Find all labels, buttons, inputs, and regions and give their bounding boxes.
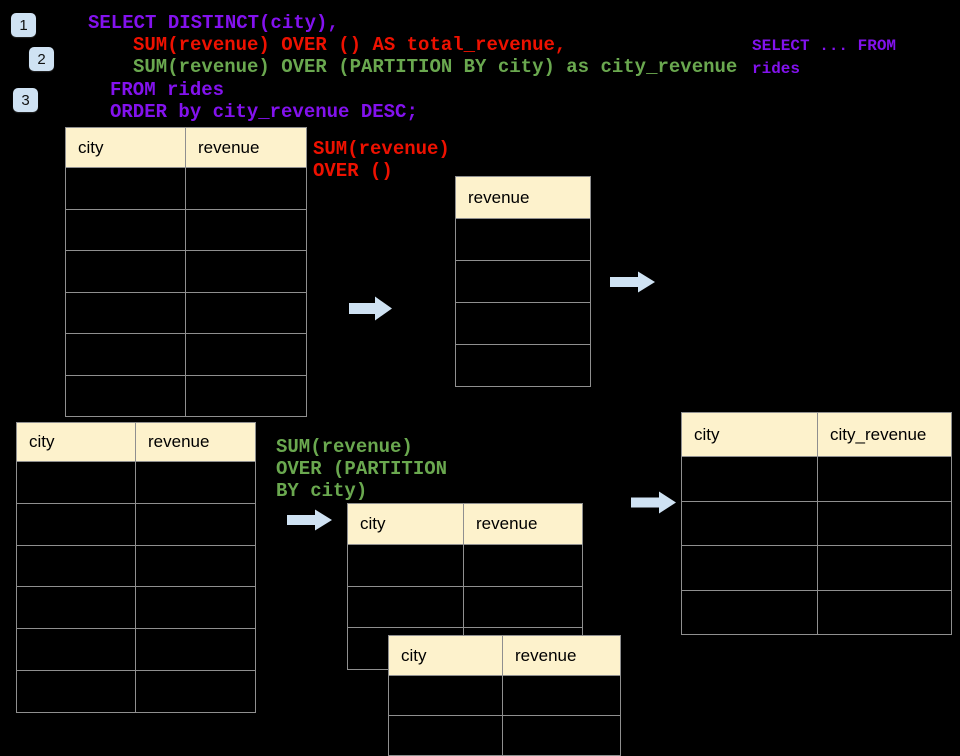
table-cell [66,375,186,417]
table-cell [66,209,186,251]
table-cell [136,670,256,713]
annotation-over-total: SUM(revenue) OVER () [313,138,450,182]
step-badge-3: 3 [13,88,38,112]
table-cell [186,334,307,376]
table-cell [818,590,952,635]
column-header-city-revenue: city_revenue [818,413,952,457]
annotation-over-total-line-2: OVER () [313,160,393,182]
column-header-revenue: revenue [464,504,583,545]
column-header-city: city [389,636,503,676]
table-cell [456,303,591,345]
table-partition-overlay: city revenue [388,635,621,756]
table-cell [66,334,186,376]
table-source-bottom: city revenue [16,422,256,713]
table-cell [136,545,256,588]
table-cell [456,261,591,303]
table-cell [682,457,818,502]
table-cell [389,676,503,716]
table-cell [389,716,503,756]
table-cell [503,676,621,716]
table-total-revenue-result: revenue [455,176,591,387]
table-cell [17,629,136,671]
table-cell [136,587,256,630]
column-header-city: city [17,423,136,462]
table-cell [66,251,186,293]
arrow-right-icon-1 [349,296,392,321]
table-cell [818,501,952,546]
table-cell [66,292,186,334]
annotation-over-partition-line-1: SUM(revenue) [276,436,413,458]
column-header-revenue: revenue [186,128,307,168]
sql-line-city-revenue: SUM(revenue) OVER (PARTITION BY city) as… [133,56,738,78]
step-badge-2: 2 [29,47,54,71]
arrow-right-icon-2 [610,271,655,293]
slide-canvas: { "colors": { "purple": "#8312ee", "red"… [11,12,952,756]
annotation-over-partition-line-2: OVER (PARTITION [276,458,448,480]
table-cell [348,586,464,628]
table-cell [682,546,818,591]
sql-line-select: SELECT DISTINCT(city), [88,12,339,34]
table-cell [136,629,256,671]
column-header-city: city [348,504,464,545]
table-cell [456,345,591,387]
table-cell [186,375,307,417]
annotation-over-partition: SUM(revenue) OVER (PARTITION BY city) [276,436,447,502]
table-cell [136,503,256,546]
sql-line-from: FROM rides [110,79,225,101]
column-header-city: city [66,128,186,168]
arrow-right-icon-3 [287,509,332,531]
table-cell [186,251,307,293]
table-cell [682,590,818,635]
table-cell [464,545,583,587]
step-badge-1: 1 [11,13,36,37]
arrow-right-icon-4 [631,491,676,514]
column-header-revenue: revenue [456,177,591,219]
table-cell [348,545,464,587]
table-cell [456,219,591,261]
table-partitioned-mid: city revenue [347,503,583,670]
annotation-over-total-line-1: SUM(revenue) [313,138,450,160]
side-snippet: SELECT ... FROM rides [752,35,896,81]
table-cell [464,586,583,628]
table-cell [503,716,621,756]
table-cell [17,545,136,588]
table-cell [17,503,136,546]
sql-line-total-revenue: SUM(revenue) OVER () AS total_revenue, [133,34,567,56]
table-cell [17,670,136,713]
sql-line-order-by: ORDER by city_revenue DESC; [110,101,418,123]
side-snippet-line-2: rides [752,60,801,78]
side-snippet-line-1: SELECT ... FROM [752,37,897,55]
table-cell [818,546,952,591]
table-source-top: city revenue [65,127,307,417]
table-cell [136,462,256,504]
table-cell [186,168,307,210]
column-header-revenue: revenue [503,636,621,676]
table-cell [186,209,307,251]
table-cell [682,501,818,546]
table-cell [66,168,186,210]
table-city-revenue-result: city city_revenue [681,412,952,635]
table-cell [186,292,307,334]
column-header-revenue: revenue [136,423,256,462]
column-header-city: city [682,413,818,457]
table-cell [17,462,136,504]
table-cell [818,457,952,502]
annotation-over-partition-line-3: BY city) [276,480,368,502]
table-cell [17,587,136,630]
